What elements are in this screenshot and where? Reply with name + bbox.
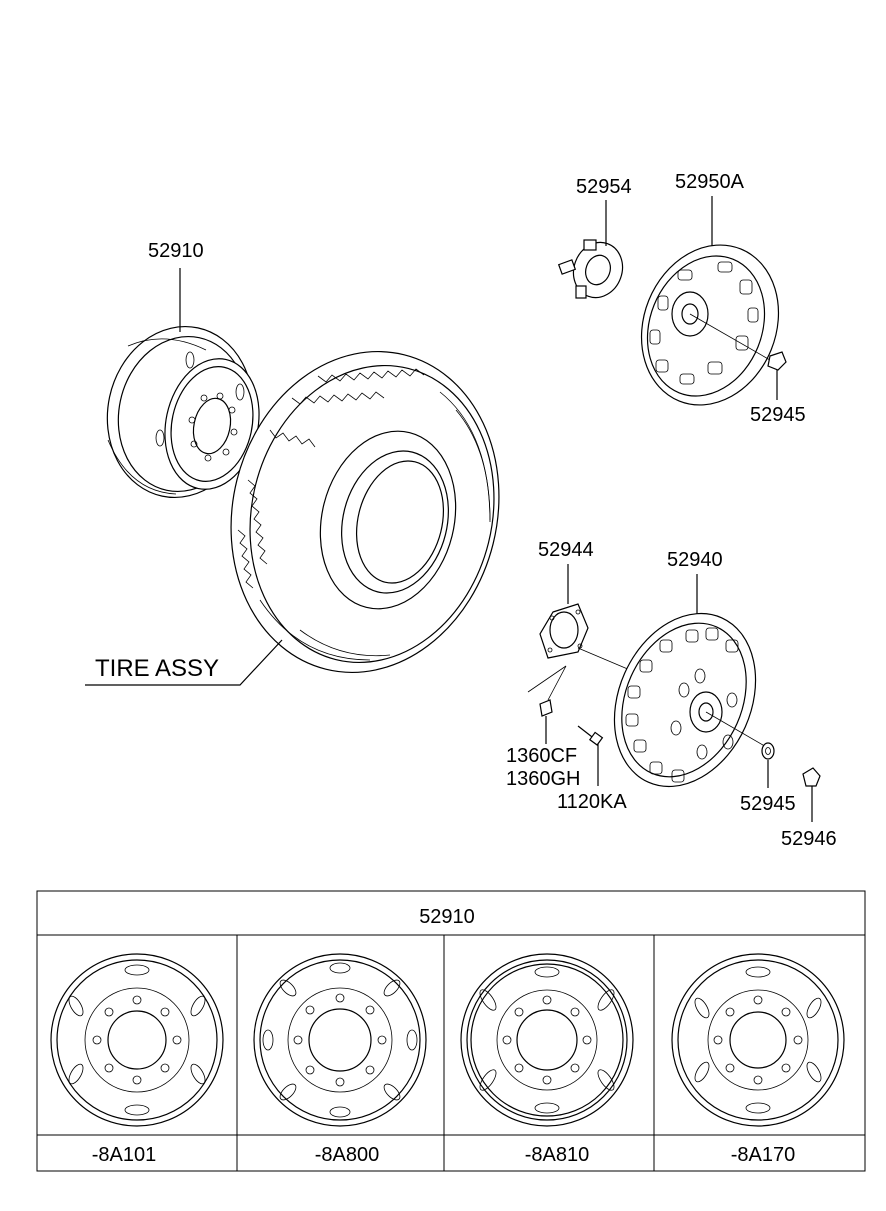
callout-wheel-cover: 52940 (667, 549, 723, 571)
callout-cap-nut: 52946 (781, 828, 837, 850)
leader-line (85, 639, 283, 686)
variant-code-4: -8A170 (731, 1144, 796, 1166)
callout-hub-cap: 52944 (538, 539, 594, 561)
wheel-variant-2 (253, 953, 427, 1127)
wheel-variant-4 (671, 953, 845, 1127)
callout-wheel-cover-a: 52950A (675, 171, 745, 193)
nut-lower-drawing (761, 742, 775, 760)
variant-code-3: -8A810 (525, 1144, 590, 1166)
callout-nut-upper: 52945 (750, 404, 806, 426)
wheel-cover-a-drawing (640, 244, 780, 406)
nut-upper-drawing (767, 351, 787, 371)
callout-clip-2: 1360GH (506, 768, 581, 790)
hub-cap-drawing (527, 603, 631, 701)
wheel-cover-drawing (613, 612, 769, 788)
bolt-drawing (577, 725, 604, 746)
variant-code-2: -8A800 (315, 1144, 380, 1166)
callout-clip-1: 1360CF (506, 745, 577, 767)
callout-tire: TIRE ASSY (95, 655, 219, 682)
cap-nut-drawing (802, 767, 821, 787)
variant-code-1: -8A101 (92, 1144, 157, 1166)
center-ring-drawing (557, 239, 624, 299)
tire-drawing (230, 351, 500, 673)
callout-bolt: 1120KA (557, 791, 627, 813)
wheel-variant-3 (460, 953, 634, 1127)
variant-table: 52910 -8A101 (36, 890, 866, 1172)
clip-drawing (539, 699, 553, 717)
steel-wheel-drawing (106, 325, 260, 499)
callout-nut-lower: 52945 (740, 793, 796, 815)
table-header: 52910 (419, 906, 475, 928)
callout-center-ring: 52954 (576, 176, 632, 198)
callout-wheel: 52910 (148, 240, 204, 262)
wheel-variant-1 (50, 953, 224, 1127)
